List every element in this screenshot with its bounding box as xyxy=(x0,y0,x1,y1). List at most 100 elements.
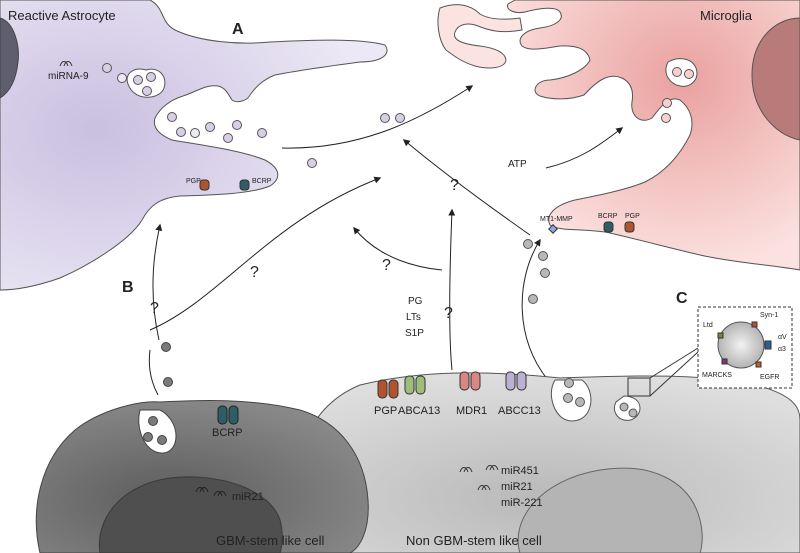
mirna-icon xyxy=(59,61,73,67)
mdr1-transporter xyxy=(459,371,481,391)
vesicle xyxy=(395,113,405,123)
bcrp-transporter xyxy=(217,405,239,425)
gbm-stem-cell: BCRP miR21 GBM-stem like cell xyxy=(35,400,369,553)
arrow-atp xyxy=(545,127,624,169)
reactive-astrocyte: Reactive Astrocyte miRNA-9 PGP BCRP xyxy=(0,0,388,291)
egfr-marker xyxy=(755,361,762,368)
arrow-to-astrocyte-center xyxy=(353,226,443,271)
inset-connector xyxy=(649,351,699,397)
question-mark: ? xyxy=(444,305,453,322)
abca13-transporter xyxy=(404,375,426,395)
marcks-marker xyxy=(721,358,728,365)
vesicle xyxy=(380,113,390,123)
microglia-bcrp-transporter xyxy=(603,221,614,233)
av-label: αV xyxy=(778,334,787,341)
egfr-label: EGFR xyxy=(760,374,779,381)
vesicle xyxy=(684,69,694,79)
non-gbm-cell-name: Non GBM-stem like cell xyxy=(406,533,542,548)
a3-label: α3 xyxy=(778,346,786,353)
gbm-mir-label: miR21 xyxy=(232,491,264,503)
vesicle xyxy=(232,120,242,130)
syn1-marker xyxy=(751,321,758,328)
astrocyte-mirna-label: miRNA-9 xyxy=(48,71,89,82)
mediator-s1p: S1P xyxy=(405,328,424,339)
microglia-body xyxy=(506,0,800,271)
microglia-pgp-label: PGP xyxy=(625,213,640,220)
vesicle xyxy=(672,67,682,77)
question-mark: ? xyxy=(250,264,259,281)
marcks-label: MARCKS xyxy=(702,372,732,379)
vesicle xyxy=(102,63,112,73)
astrocyte-pgp-label: PGP xyxy=(186,178,201,185)
pgp-label: PGP xyxy=(374,405,397,417)
non-gbm-stem-cell: PGP ABCA13 MDR1 ABCC13 miR451 miR21 miR-… xyxy=(289,371,800,553)
arrow-to-astrocyte-mid xyxy=(149,176,382,331)
vesicle xyxy=(628,408,638,418)
microglia-process xyxy=(437,4,523,69)
mt1mmp-marker xyxy=(548,224,558,234)
vesicle xyxy=(564,378,574,388)
vesicle xyxy=(163,377,173,387)
panel-label-a: A xyxy=(232,21,244,38)
gbm-bcrp-label: BCRP xyxy=(212,427,243,439)
non-gbm-mir-1: miR451 xyxy=(501,465,539,477)
microglia-pgp-transporter xyxy=(624,221,635,233)
abca13-label: ABCA13 xyxy=(398,405,440,417)
mt1mmp-label: MT1-MMP xyxy=(540,216,573,223)
non-gbm-nucleus xyxy=(517,467,703,553)
astrocyte-bcrp-transporter xyxy=(239,179,250,191)
vesicle xyxy=(661,113,671,123)
arrow-astrocyte-to-microglia xyxy=(281,85,474,149)
arrow-gbm-exo-up xyxy=(148,349,159,396)
question-mark: ? xyxy=(450,177,459,194)
vesicle xyxy=(540,268,550,278)
vesicle xyxy=(148,416,158,426)
astrocyte-bcrp-label: BCRP xyxy=(252,178,272,185)
integrin-marker xyxy=(764,340,772,350)
gbm-cell-name: GBM-stem like cell xyxy=(216,533,324,548)
vesicle xyxy=(575,397,585,407)
vesicle xyxy=(161,342,171,352)
abcc13-label: ABCC13 xyxy=(498,405,541,417)
arrow-mdr1-up xyxy=(448,208,456,371)
vesicle xyxy=(538,251,548,261)
astrocyte-pgp-transporter xyxy=(199,179,210,191)
non-gbm-mir-3: miR-221 xyxy=(501,497,543,509)
microglia-title: Microglia xyxy=(700,8,753,23)
ltd-label: Ltd xyxy=(703,322,713,329)
arrows xyxy=(148,85,624,396)
question-mark: ? xyxy=(150,300,159,317)
vesicle xyxy=(563,393,573,403)
vesicle xyxy=(528,294,538,304)
vesicle xyxy=(223,133,233,143)
abcc13-transporter xyxy=(505,371,527,391)
ltd-marker xyxy=(717,332,724,339)
arrow-exo-to-microglia xyxy=(521,238,549,381)
vesicle xyxy=(142,86,152,96)
vesicle xyxy=(307,158,317,168)
vesicle xyxy=(143,432,153,442)
mirna-vesicle xyxy=(117,73,127,83)
panel-label-b: B xyxy=(122,279,134,296)
exosome xyxy=(717,321,765,369)
astrocyte-body xyxy=(0,0,388,291)
vesicle xyxy=(205,122,215,132)
vesicle xyxy=(662,98,672,108)
arrow-mid-up xyxy=(402,139,531,236)
syn1-label: Syn-1 xyxy=(760,312,778,319)
non-gbm-mir-2: miR21 xyxy=(501,481,533,493)
vesicle xyxy=(619,402,629,412)
vesicle xyxy=(146,72,156,82)
microglia: Microglia ATP MT1-MMP BCRP PGP xyxy=(437,0,800,271)
microglia-bcrp-label: BCRP xyxy=(598,213,618,220)
exosome-inset: Ltd Syn-1 αV α3 MARCKS EGFR xyxy=(649,306,793,397)
vesicle xyxy=(176,127,186,137)
mirna-icon xyxy=(459,465,499,491)
mdr1-label: MDR1 xyxy=(456,405,487,417)
vesicle xyxy=(257,128,267,138)
question-mark: ? xyxy=(382,257,391,274)
panel-label-c: C xyxy=(676,290,688,307)
mirna-icon xyxy=(195,487,227,497)
